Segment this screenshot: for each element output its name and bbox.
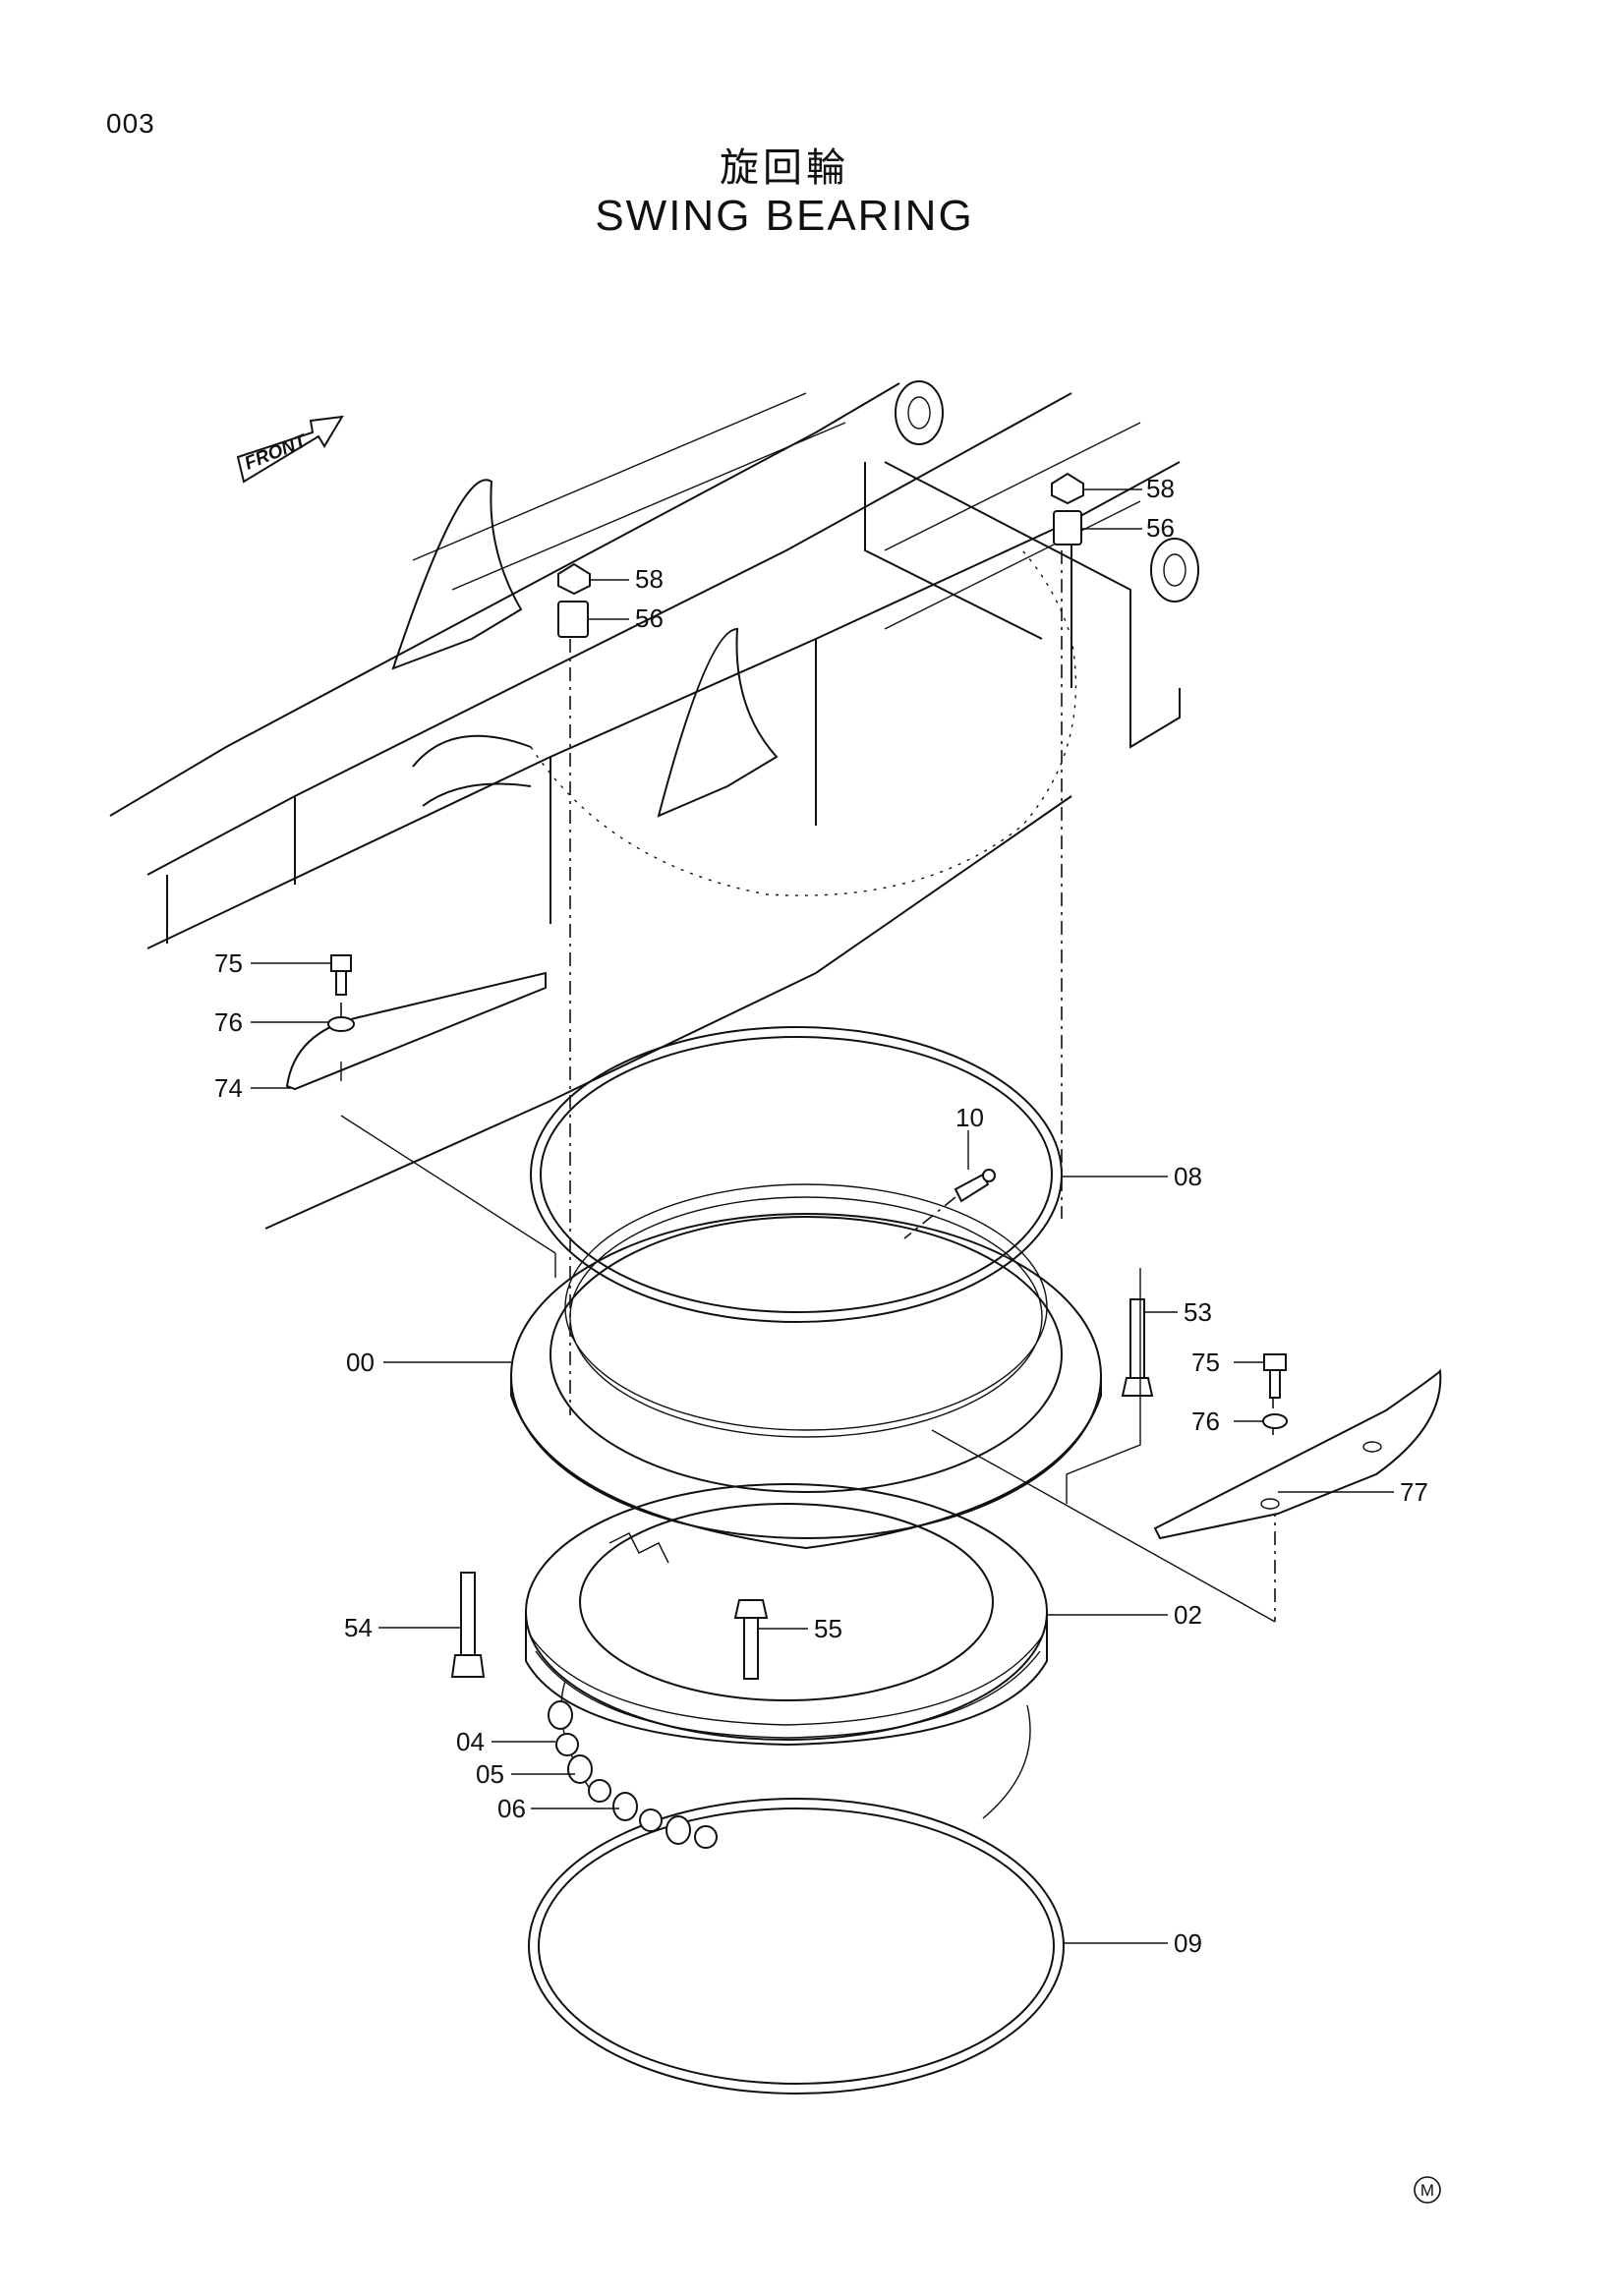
callout-75-left: 75 [214, 948, 243, 978]
callout-76-left: 76 [214, 1007, 243, 1037]
callout-76-right: 76 [1191, 1406, 1220, 1436]
callout-56-right: 56 [1146, 513, 1175, 543]
callout-06: 06 [497, 1794, 526, 1823]
fasteners [327, 472, 1288, 1680]
corner-mark-icon: M [1414, 2176, 1441, 2204]
outer-race-00 [510, 1183, 1102, 1550]
front-arrow-icon: FRONT [236, 415, 344, 484]
callout-04: 04 [456, 1727, 485, 1756]
construction-lines [340, 550, 1276, 1622]
callout-00: 00 [346, 1348, 375, 1377]
page-number: 003 [106, 108, 155, 139]
rolling-elements [548, 1700, 718, 1849]
callout-58-right: 58 [1146, 474, 1175, 503]
callout-58-left: 58 [635, 564, 664, 594]
callout-56-left: 56 [635, 603, 664, 633]
grease-fitting-10 [903, 1169, 996, 1239]
seal-ring-08 [530, 1026, 1063, 1323]
callout-74: 74 [214, 1073, 243, 1103]
callout-77: 77 [1400, 1477, 1428, 1507]
plate-74 [285, 971, 556, 1278]
callout-05: 05 [476, 1759, 504, 1789]
callout-08: 08 [1174, 1162, 1202, 1191]
upper-frame [109, 380, 1199, 1230]
callout-53: 53 [1184, 1297, 1212, 1327]
title-japanese: 旋回輪 [720, 145, 849, 191]
seal-ring-09 [528, 1680, 1065, 2095]
title-english: SWING BEARING [595, 192, 974, 240]
leader-lines [251, 488, 1394, 1944]
callout-labels: 58 56 58 56 75 76 74 10 08 53 75 76 00 7… [214, 474, 1428, 1958]
callout-75-right: 75 [1191, 1348, 1220, 1377]
corner-mark-letter: M [1420, 2181, 1434, 2200]
callout-02: 02 [1174, 1600, 1202, 1630]
callout-54: 54 [344, 1613, 373, 1642]
inner-race-02 [525, 1483, 1048, 1747]
front-label: FRONT [242, 430, 311, 475]
callout-09: 09 [1174, 1928, 1202, 1958]
callout-55: 55 [814, 1614, 842, 1643]
callout-10: 10 [955, 1103, 984, 1132]
plate-77 [1153, 1368, 1442, 1540]
